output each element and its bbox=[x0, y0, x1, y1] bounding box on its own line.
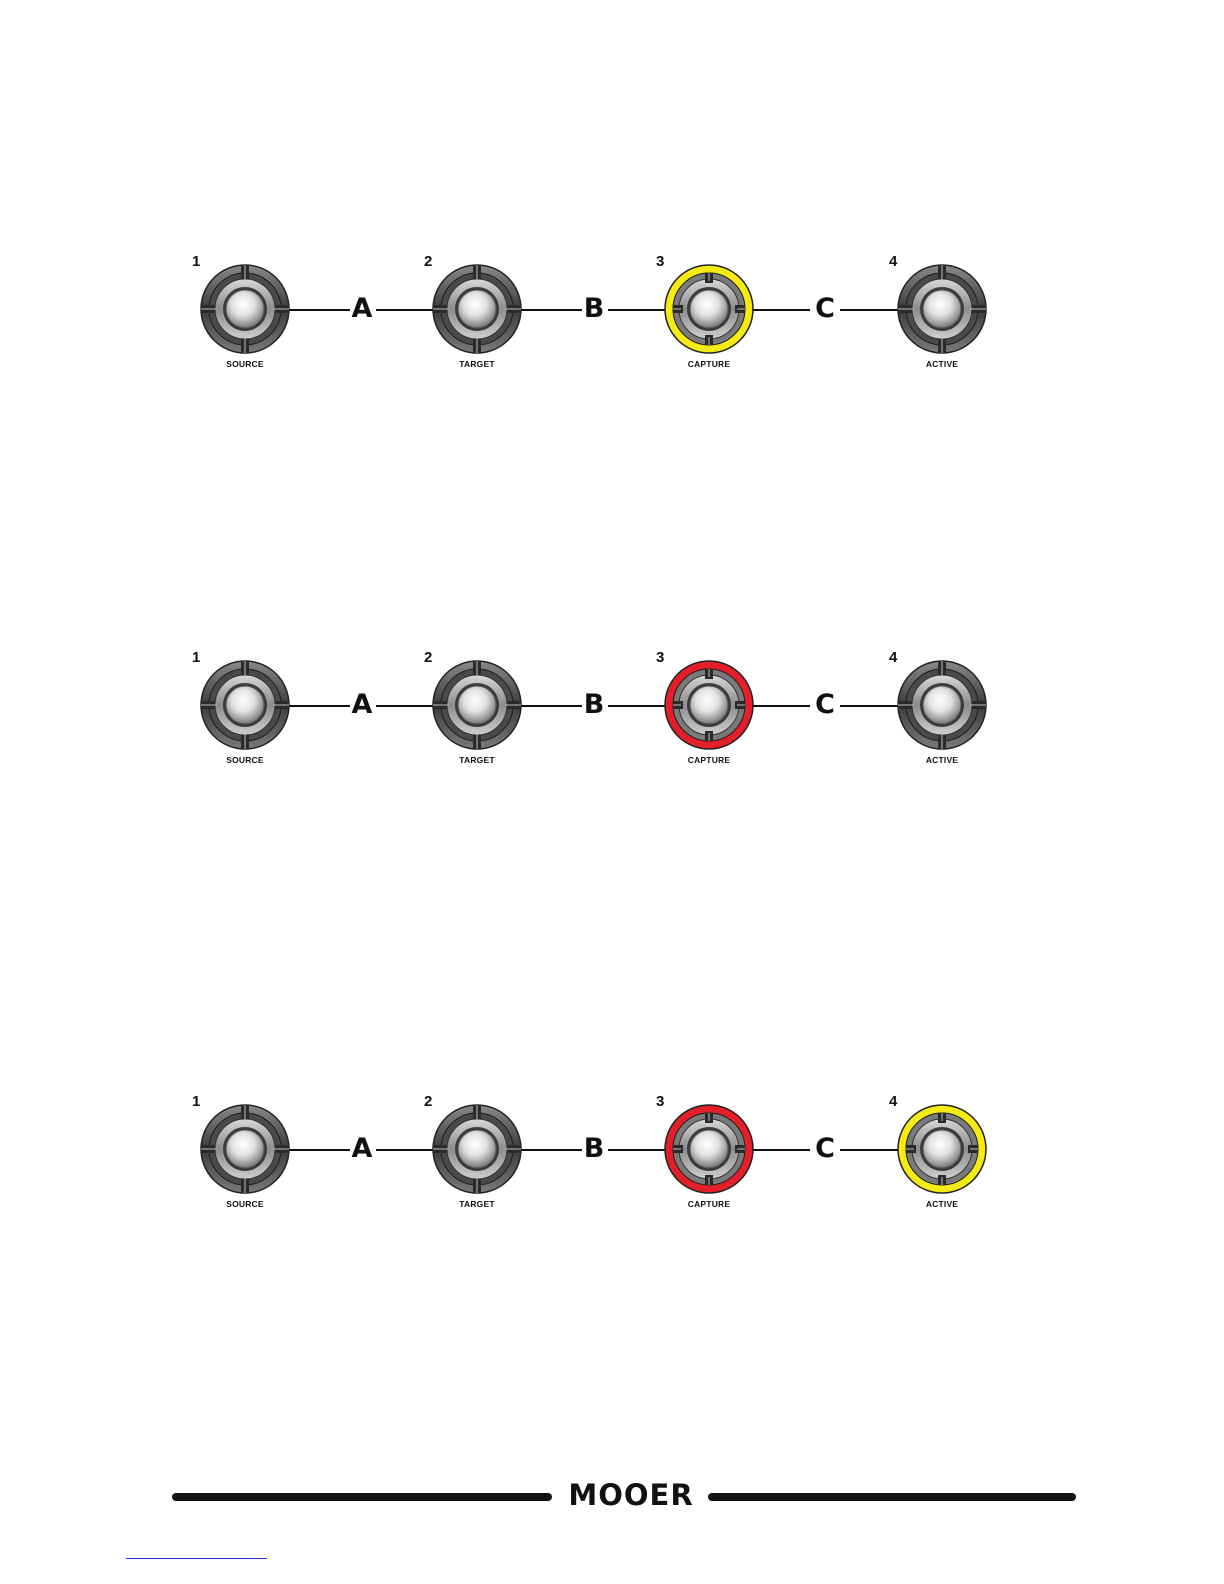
switch-row-2: A B C 1 SOURCE 2 TARGET 3 CAPTURE 4 ACTI… bbox=[0, 636, 1224, 776]
footswitch-knob-icon bbox=[896, 659, 988, 751]
footswitch-knob-icon bbox=[663, 1103, 755, 1195]
switch-row-1: A B C 1 SOURCE 2 TARGET 3 CAPTURE 4 ACTI… bbox=[0, 240, 1224, 380]
footswitch-knob-icon bbox=[663, 659, 755, 751]
connector-label-b: B bbox=[580, 1134, 608, 1164]
connector-label-c: C bbox=[811, 1134, 839, 1164]
footswitch-capture[interactable]: 3 CAPTURE bbox=[649, 1080, 769, 1220]
connector-label-c: C bbox=[811, 294, 839, 324]
connector-label-b: B bbox=[580, 690, 608, 720]
footswitch-target[interactable]: 2 TARGET bbox=[417, 1080, 537, 1220]
footswitch-knob-icon bbox=[896, 263, 988, 355]
footswitch-knob-icon bbox=[199, 263, 291, 355]
footswitch-label: ACTIVE bbox=[882, 1199, 1002, 1209]
footswitch-label: CAPTURE bbox=[649, 755, 769, 765]
footswitch-knob-icon bbox=[431, 659, 523, 751]
footswitch-label: ACTIVE bbox=[882, 755, 1002, 765]
footswitch-label: SOURCE bbox=[185, 1199, 305, 1209]
footswitch-active[interactable]: 4 ACTIVE bbox=[882, 240, 1002, 380]
footswitch-active[interactable]: 4 ACTIVE bbox=[882, 1080, 1002, 1220]
footswitch-knob-icon bbox=[431, 1103, 523, 1195]
connector-label-b: B bbox=[580, 294, 608, 324]
footswitch-source[interactable]: 1 SOURCE bbox=[185, 1080, 305, 1220]
footswitch-label: TARGET bbox=[417, 755, 537, 765]
footswitch-knob-icon bbox=[896, 1103, 988, 1195]
footswitch-source[interactable]: 1 SOURCE bbox=[185, 636, 305, 776]
footswitch-capture[interactable]: 3 CAPTURE bbox=[649, 636, 769, 776]
footer-link-underline[interactable] bbox=[126, 1558, 267, 1559]
footswitch-label: SOURCE bbox=[185, 359, 305, 369]
footswitch-label: SOURCE bbox=[185, 755, 305, 765]
footswitch-knob-icon bbox=[663, 263, 755, 355]
footswitch-knob-icon bbox=[199, 659, 291, 751]
footswitch-target[interactable]: 2 TARGET bbox=[417, 636, 537, 776]
switch-row-3: A B C 1 SOURCE 2 TARGET 3 CAPTURE 4 ACTI… bbox=[0, 1080, 1224, 1220]
footswitch-label: CAPTURE bbox=[649, 359, 769, 369]
connector-label-a: A bbox=[348, 690, 376, 720]
connector-label-a: A bbox=[348, 294, 376, 324]
footswitch-label: TARGET bbox=[417, 1199, 537, 1209]
footswitch-label: CAPTURE bbox=[649, 1199, 769, 1209]
footswitch-knob-icon bbox=[199, 1103, 291, 1195]
footswitch-capture[interactable]: 3 CAPTURE bbox=[649, 240, 769, 380]
footswitch-target[interactable]: 2 TARGET bbox=[417, 240, 537, 380]
connector-label-a: A bbox=[348, 1134, 376, 1164]
footswitch-active[interactable]: 4 ACTIVE bbox=[882, 636, 1002, 776]
mooer-logo: MOOER bbox=[558, 1478, 704, 1512]
footswitch-knob-icon bbox=[431, 263, 523, 355]
footer-rule-right bbox=[708, 1493, 1076, 1501]
connector-label-c: C bbox=[811, 690, 839, 720]
footswitch-label: TARGET bbox=[417, 359, 537, 369]
footswitch-source[interactable]: 1 SOURCE bbox=[185, 240, 305, 380]
footswitch-label: ACTIVE bbox=[882, 359, 1002, 369]
footer-rule-left bbox=[172, 1493, 552, 1501]
